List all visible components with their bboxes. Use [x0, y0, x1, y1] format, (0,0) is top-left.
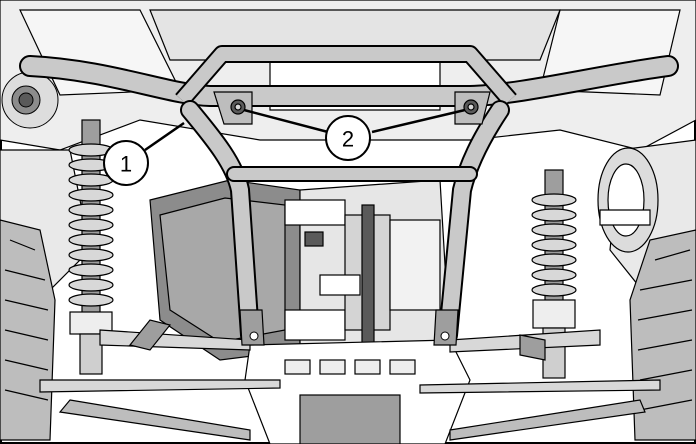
leader-line-2-left — [243, 108, 329, 134]
leader-lines — [144, 108, 466, 152]
callout-2-label: 2 — [342, 127, 354, 152]
suspension-arms — [39, 319, 661, 441]
leader-line-2-right — [371, 108, 466, 134]
callout-1-label: 1 — [120, 152, 132, 177]
horn-speaker — [1, 71, 59, 129]
skid-plate — [244, 339, 471, 444]
gearbox-assembly — [149, 179, 451, 361]
right-shock-absorber — [531, 169, 577, 379]
leader-line-1 — [144, 121, 185, 152]
callout-2: 2 — [325, 115, 371, 161]
upper-mount-bracket-left — [213, 91, 253, 125]
callout-1: 1 — [103, 140, 149, 186]
headlight — [597, 147, 659, 253]
